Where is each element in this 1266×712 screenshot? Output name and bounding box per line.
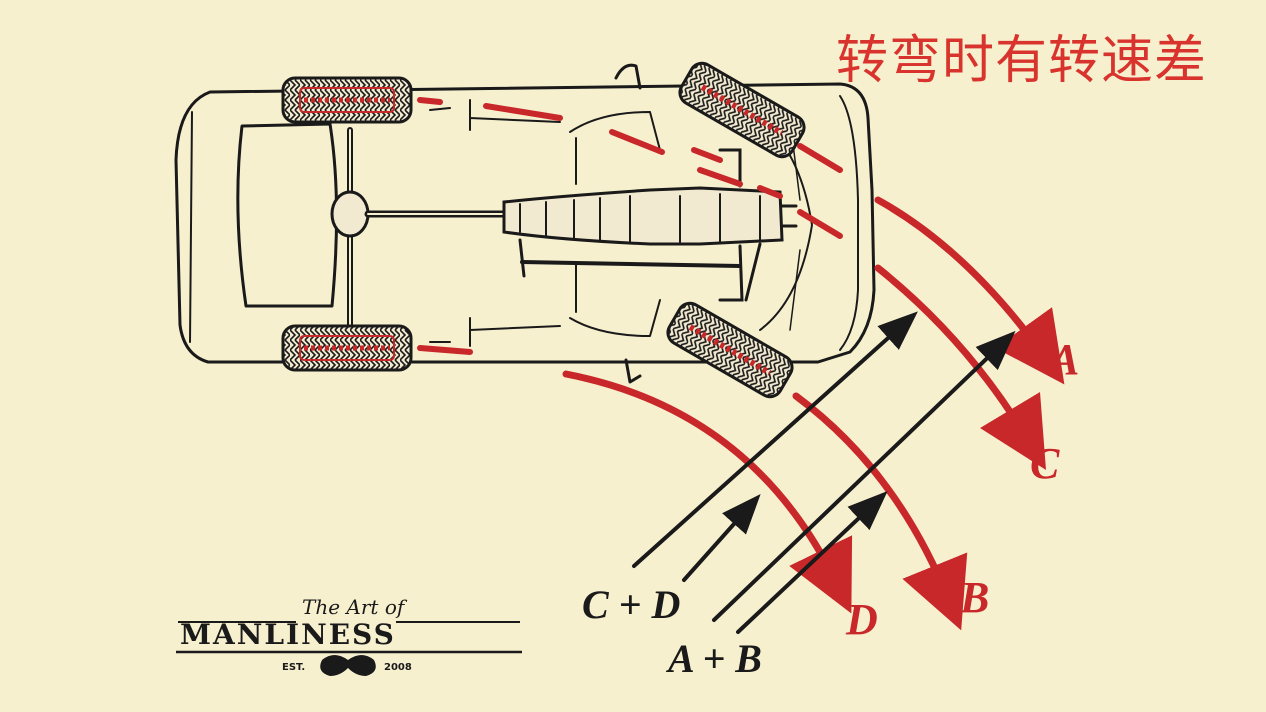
label-a: A [1047, 335, 1079, 384]
rear-right-wheel [281, 324, 413, 372]
manliness-logo: The Art of MANLINESS EST. 2008 [176, 595, 522, 676]
trajectory-d [562, 370, 853, 614]
trajectory-a [874, 196, 1065, 385]
car-body [174, 63, 876, 384]
drivetrain [330, 127, 798, 333]
logo-top-text: The Art of [302, 595, 408, 619]
label-a-plus-b: A + B [665, 636, 762, 681]
arrow-a-plus-b-long [712, 330, 1016, 622]
label-d: D [845, 595, 878, 644]
label-c-plus-d: C + D [582, 582, 680, 627]
logo-est: EST. [282, 662, 305, 673]
wheel-path-guides [417, 97, 843, 355]
label-c: C [1030, 439, 1060, 488]
rear-left-wheel [281, 76, 413, 124]
logo-brand: MANLINESS [180, 618, 396, 651]
front-left-wheel [678, 61, 806, 159]
logo-year: 2008 [384, 662, 412, 673]
mustache-icon [320, 655, 376, 676]
trajectory-c [874, 264, 1047, 471]
trajectory-b [792, 392, 968, 631]
vector-arrows [632, 311, 1016, 634]
arrow-c-plus-d-long [632, 311, 918, 568]
front-right-wheel [666, 301, 794, 399]
diagram-title: 转弯时有转速差 [836, 31, 1208, 91]
arrow-a-plus-b-short [736, 491, 888, 634]
label-b: B [959, 573, 989, 622]
arrow-c-plus-d-short [682, 494, 761, 582]
